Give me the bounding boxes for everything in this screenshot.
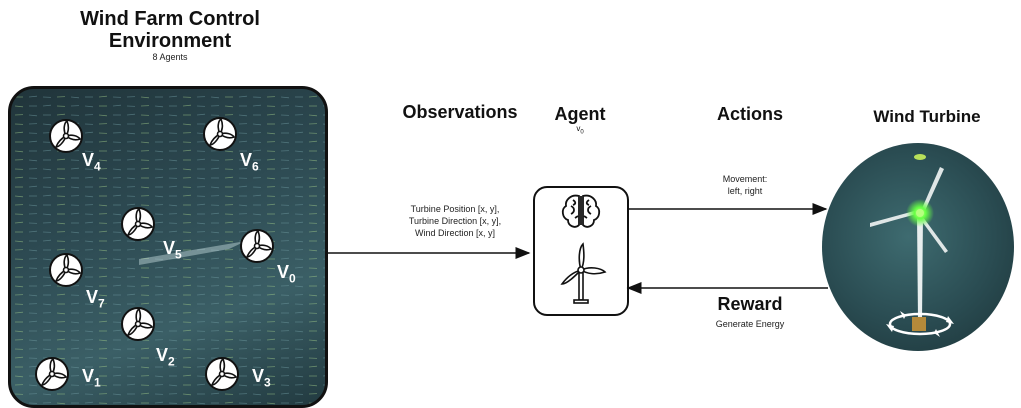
- agent-turbine-icon: [239, 228, 275, 269]
- agent-label: V0: [277, 262, 296, 286]
- agent-turbine-icon: [120, 206, 156, 247]
- agent-icons: [560, 194, 607, 304]
- agent-turbine-icon: [120, 306, 156, 347]
- agent-turbine-icon: [34, 356, 70, 397]
- agent-label-letter: V: [156, 345, 169, 365]
- agent-label-letter: V: [277, 262, 290, 282]
- wake-streak: [139, 241, 246, 265]
- actions-line: Movement:: [722, 174, 768, 184]
- observation-line: Wind Direction [x, y]: [414, 228, 496, 238]
- env-title-line2: Environment: [108, 30, 232, 52]
- agent-label: V3: [252, 366, 271, 390]
- agent-label-index: 7: [98, 296, 105, 311]
- wind-turbine-heading: Wind Turbine: [873, 107, 981, 126]
- agent-sub-letter: v: [576, 124, 581, 133]
- agent-label-index: 6: [252, 159, 259, 174]
- agent-label-index: 5: [175, 247, 182, 262]
- turbine-tower: [917, 215, 923, 321]
- wind-turbine-illustration: [870, 154, 954, 337]
- agent-subscript: v0: [570, 124, 590, 136]
- observation-line: Turbine Position [x, y],: [410, 204, 500, 214]
- agent-label-letter: V: [252, 366, 265, 386]
- agent-turbine-icon: [204, 356, 240, 397]
- agent-label-index: 0: [289, 271, 296, 286]
- env-title-line1: Wind Farm Control: [80, 8, 260, 30]
- agent-label-letter: V: [240, 150, 253, 170]
- agent-label-index: 2: [168, 354, 175, 369]
- agent-label: V6: [240, 150, 259, 174]
- actions-line: left, right: [727, 186, 763, 196]
- reward-caption: Generate Energy: [715, 319, 785, 329]
- env-subtitle: 8 Agents: [152, 52, 188, 62]
- agent-sub-index: 0: [580, 129, 584, 136]
- agent-label: V5: [163, 238, 182, 262]
- brain-icon: [561, 194, 601, 228]
- wind-turbine-icon: [560, 242, 607, 304]
- agent-label-letter: V: [82, 366, 95, 386]
- actions-heading: Actions: [716, 104, 783, 124]
- agent-label-index: 3: [264, 375, 271, 390]
- agent-label-letter: V: [86, 287, 99, 307]
- agent-label: V4: [82, 150, 101, 174]
- env-title: Wind Farm Control Environment: [60, 8, 280, 52]
- nav-light: [914, 154, 926, 160]
- agent-label: V2: [156, 345, 175, 369]
- agent-label-letter: V: [163, 238, 176, 258]
- agent-label-index: 1: [94, 375, 101, 390]
- reward-heading: Reward: [717, 294, 783, 314]
- agent-label-index: 4: [94, 159, 101, 174]
- observations-list: Turbine Position [x, y], Turbine Directi…: [390, 203, 520, 239]
- rotation-arrow: [888, 312, 952, 336]
- actions-text: Movement: left, right: [690, 173, 800, 197]
- agent-label-letter: V: [82, 150, 95, 170]
- agent-turbine-icon: [48, 118, 84, 159]
- agent-turbine-icon: [48, 252, 84, 293]
- turbine-base: [912, 317, 926, 331]
- agent-label: V1: [82, 366, 101, 390]
- observations-heading: Observations: [402, 102, 518, 122]
- agent-box: [533, 186, 629, 316]
- agent-turbine-icon: [202, 116, 238, 157]
- agent-heading: Agent: [554, 104, 606, 124]
- observation-line: Turbine Direction [x, y],: [408, 216, 502, 226]
- agent-label: V7: [86, 287, 105, 311]
- wind-turbine-photo: [822, 143, 1014, 351]
